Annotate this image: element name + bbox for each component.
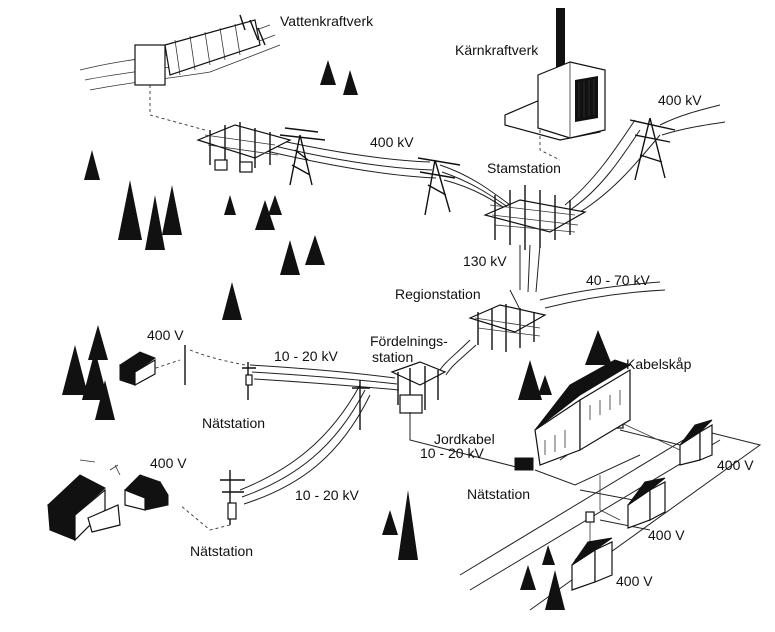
kiosk-substation [514, 457, 534, 471]
label-main-station: Stamstation [487, 160, 561, 176]
large-building [534, 359, 632, 466]
tower-middle [417, 157, 461, 216]
trees [62, 60, 612, 610]
label-substation-left: Nätstation [202, 415, 265, 431]
label-region-station: Regionstation [395, 286, 481, 302]
nuclear-plant-illustration [504, 8, 606, 161]
label-hydro-plant: Vattenkraftverk [280, 13, 374, 29]
lines-to-bottom-substation [179, 380, 371, 531]
main-station-illustration [483, 185, 587, 293]
label-voltage-10-20kv-cable: 10 - 20 kV [420, 445, 484, 461]
house-right-upper [679, 419, 713, 466]
label-voltage-400v-left: 400 V [147, 327, 184, 343]
label-voltage-10-20kv-bottom: 10 - 20 kV [295, 487, 359, 503]
label-distribution-station-2: station [372, 349, 413, 365]
label-voltage-400kv-top: 400 kV [370, 134, 414, 150]
house-right-middle [627, 477, 666, 529]
label-voltage-130kv: 130 kV [463, 253, 507, 269]
hydro-plant-illustration [79, 14, 281, 131]
label-voltage-400v-house2: 400 V [648, 527, 685, 543]
tower-near-hydro [279, 127, 326, 186]
farm-buildings [47, 459, 169, 542]
label-substation-center: Nätstation [467, 486, 530, 502]
label-voltage-400v-farm: 400 V [150, 455, 187, 471]
label-voltage-40-70kv: 40 - 70 kV [586, 272, 650, 288]
label-voltage-400v-house1: 400 V [717, 457, 754, 473]
hydro-switchyard [196, 122, 292, 173]
cottage-left [118, 351, 157, 387]
label-voltage-400v-house3: 400 V [616, 573, 653, 589]
tower-right [629, 117, 676, 181]
distribution-lines-10-20kv [149, 345, 400, 400]
label-distribution-station-1: Fördelnings- [370, 333, 448, 349]
distribution-station-illustration [390, 339, 477, 414]
label-nuclear-plant: Kärnkraftverk [455, 42, 539, 58]
label-cable-cabinet: Kabelskåp [626, 356, 692, 372]
house-right-lower [571, 537, 613, 591]
label-substation-bottom: Nätstation [190, 543, 253, 559]
label-voltage-400kv-right: 400 kV [658, 92, 702, 108]
label-ground-cable: Jordkabel [434, 431, 495, 447]
label-voltage-10-20kv-left: 10 - 20 kV [274, 348, 338, 364]
region-station-illustration [468, 281, 666, 352]
